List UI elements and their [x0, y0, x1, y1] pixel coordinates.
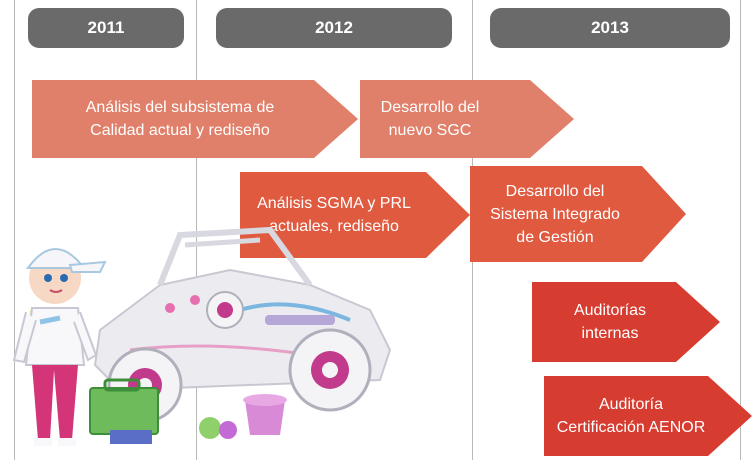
phase-arrow-desarrollo-sgc: Desarrollo del nuevo SGC	[360, 80, 574, 158]
phase-label: Análisis del subsistema de Calidad actua…	[85, 99, 275, 139]
phase-label: Desarrollo del nuevo SGC	[380, 99, 480, 139]
phase-label: Auditoría Certificación AENOR	[556, 396, 706, 436]
phase-arrow-certificacion-aenor: Auditoría Certificación AENOR	[544, 376, 752, 456]
phase-label: Desarrollo del Sistema Integrado de Gest…	[490, 182, 620, 246]
column-divider-left	[14, 0, 15, 460]
phase-arrow-sistema-integrado: Desarrollo del Sistema Integrado de Gest…	[470, 166, 686, 262]
column-divider-right	[740, 0, 741, 460]
toy-doll-image	[12, 248, 107, 446]
toy-accessories-image	[89, 378, 287, 444]
phase-arrow-analisis-sgma-prl: Análisis SGMA y PRL actuales, rediseño	[240, 172, 470, 258]
year-header-2013: 2013	[490, 8, 730, 48]
toy-doll-jeep-illustration	[12, 226, 392, 446]
column-divider-1	[196, 0, 197, 460]
phase-arrow-analisis-calidad: Análisis del subsistema de Calidad actua…	[32, 80, 358, 158]
year-header-2012: 2012	[216, 8, 452, 48]
phase-label: Auditorías internas	[573, 302, 647, 342]
year-header-2011: 2011	[28, 8, 184, 48]
phase-arrow-auditorias-internas: Auditorías internas	[532, 282, 720, 362]
phase-label: Análisis SGMA y PRL actuales, rediseño	[257, 195, 411, 235]
